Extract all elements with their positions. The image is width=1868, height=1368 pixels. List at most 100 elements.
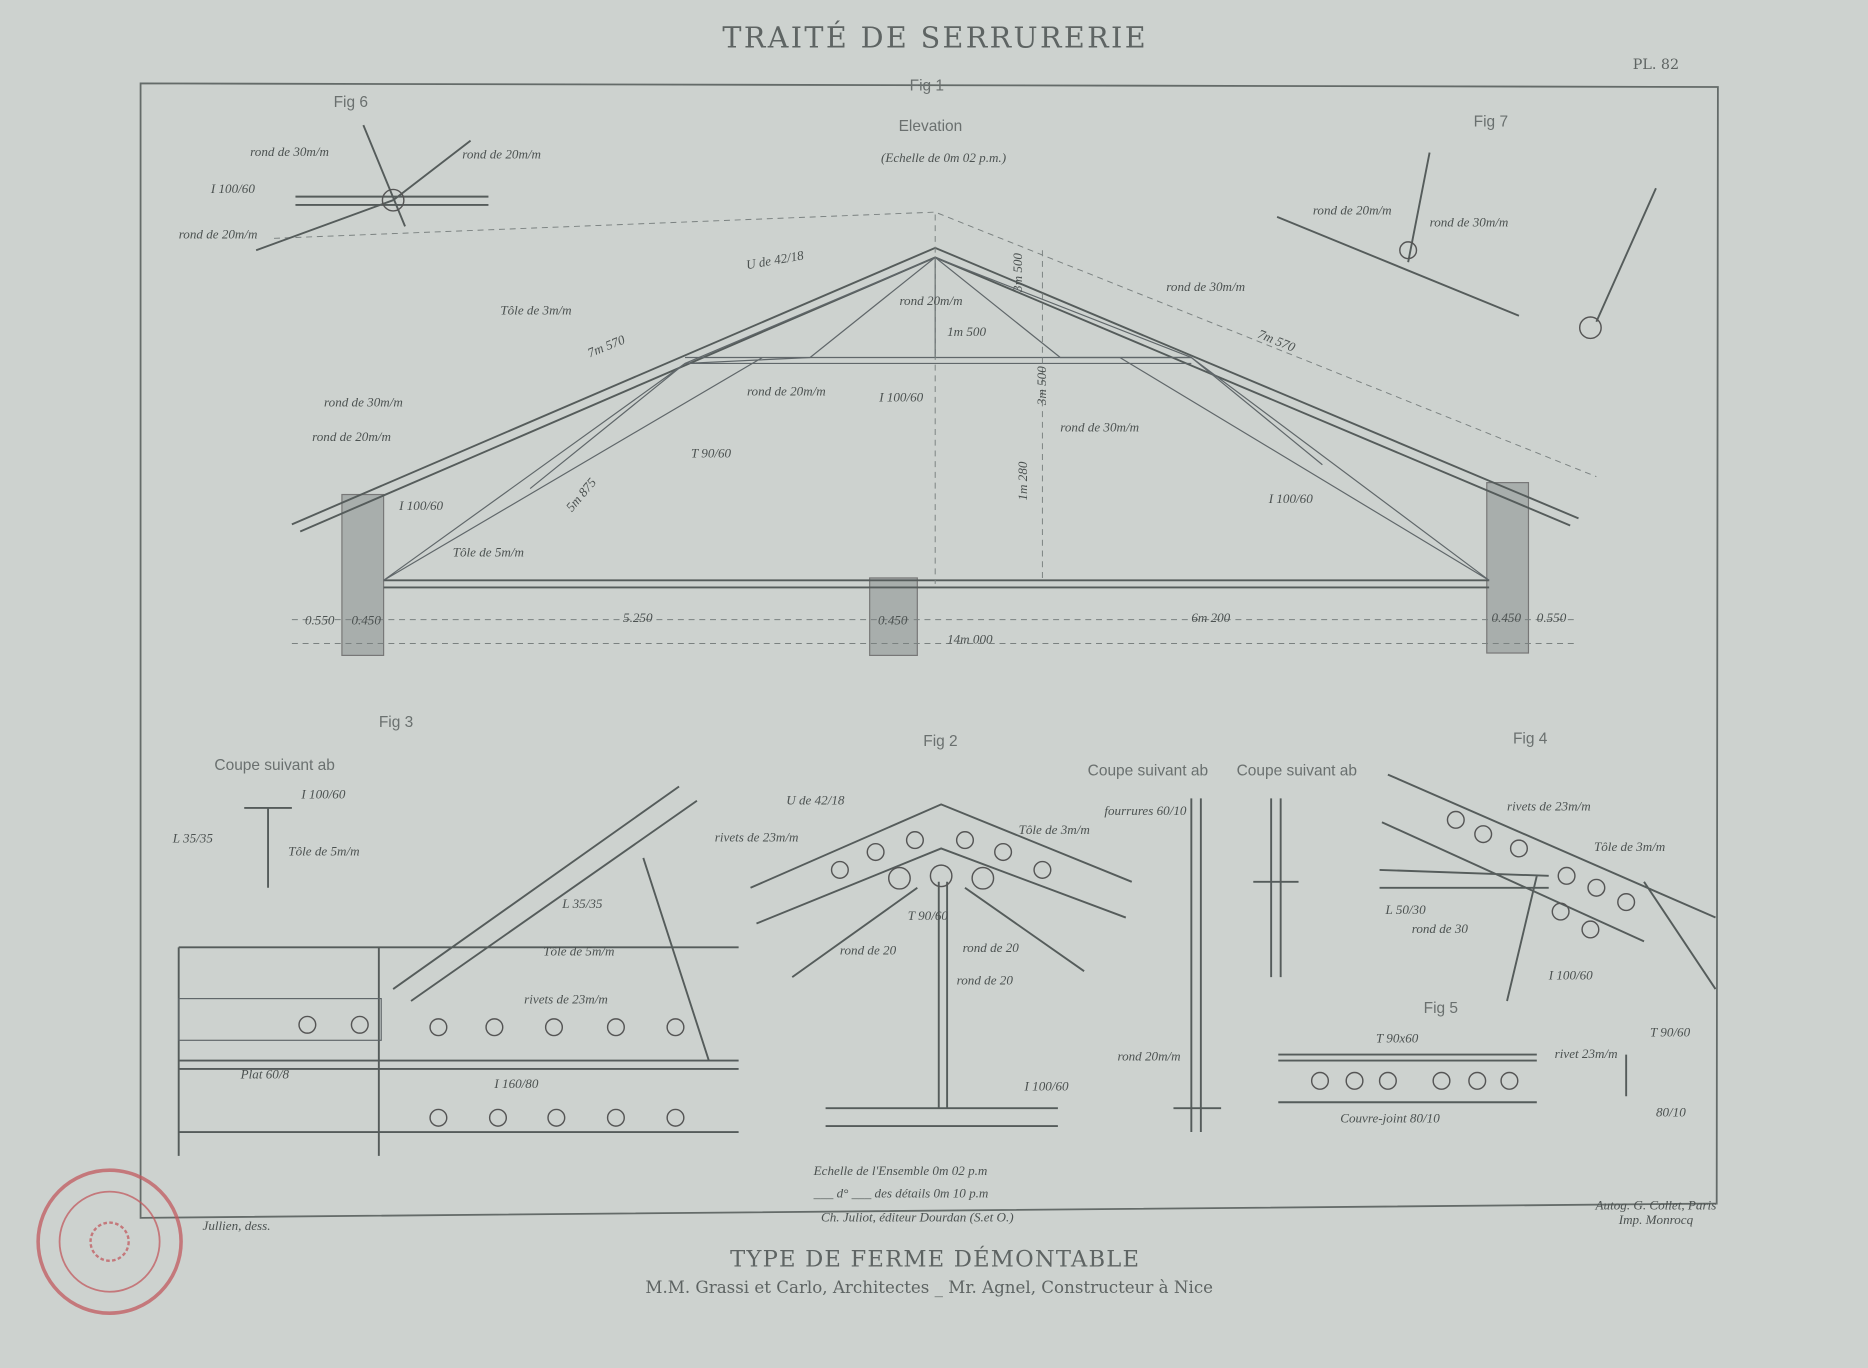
fig6-joint [381, 188, 405, 212]
plate-number: PL. 82 [1633, 57, 1679, 73]
fig2-annot: rond de 20 [963, 940, 1020, 955]
fig7-members [1276, 152, 1657, 323]
dimension: 0.550 [1537, 610, 1567, 625]
fig6-members [255, 124, 489, 252]
fig1-elevation: Fig 1 Elevation (Echelle de 0m 02 p.m.) … [273, 78, 1597, 656]
fig2-members [750, 803, 1133, 1128]
plate-frame [139, 82, 1719, 1219]
fig4-detail: Fig 4 rivets de 23m/m Tôle de 3m/m L 50/… [1379, 731, 1717, 1002]
fig7-annot: rond de 20m/m [1313, 202, 1392, 217]
fig7-label: Fig 7 [1474, 113, 1508, 130]
fig1-annot: Tôle de 3m/m [500, 303, 571, 318]
fig5-annot: T 90/60 [1650, 1025, 1691, 1040]
fig3-plate [178, 997, 382, 1041]
fig2-scale-line: ___ d° ___ des détails 0m 10 p.m [813, 1186, 989, 1201]
fig7-joint [1399, 241, 1418, 260]
publisher-credit: Ch. Juliot, éditeur Dourdan (S.et O.) [821, 1209, 1014, 1224]
dimension: 0.450 [351, 612, 381, 627]
printer-credit: Autog. G. Collet, Paris [1595, 1198, 1717, 1213]
fig4-members [1379, 773, 1717, 1002]
fig2-annot: rond de 20 [840, 943, 897, 958]
fig2-annot: rivets de 23m/m [715, 829, 799, 844]
fig5-detail: Fig 5 T 90x60 rivet 23m/m T 90/60 Couvre… [1278, 1000, 1691, 1126]
fig3-annot: Plat 60/8 [240, 1066, 290, 1081]
dimension: 0.450 [878, 612, 908, 627]
fig5-label: Fig 5 [1424, 1000, 1458, 1017]
fig7-detail: Fig 7 rond de 20m/m rond de 30m/m [1276, 113, 1657, 340]
dimension: 14m 000 [947, 631, 993, 646]
fig1-annot: 1m 280 [1015, 461, 1030, 500]
mid-annot: fourrures 60/10 [1104, 803, 1187, 818]
fig4-annot: I 100/60 [1548, 968, 1593, 983]
draftsman-credit: Jullien, dess. [203, 1218, 271, 1233]
fig1-annot: Tôle de 5m/m [453, 544, 524, 559]
fig2-annot: T 90/60 [908, 908, 949, 923]
fig4-label: Fig 4 [1513, 731, 1548, 748]
fig5-annot: 80/10 [1656, 1105, 1686, 1120]
fig6-annot: I 100/60 [210, 181, 255, 196]
fig7-annot: rond de 30m/m [1430, 214, 1509, 229]
fig5-annot: T 90x60 [1376, 1031, 1419, 1046]
fig4-annot: L 50/30 [1385, 902, 1427, 917]
footer-subtitle: M.M. Grassi et Carlo, Architectes _ Mr. … [645, 1278, 1213, 1297]
fig1-annot: 5m 875 [563, 475, 600, 515]
fig1-annot: I 100/60 [398, 498, 443, 513]
fig2-annot: I 100/60 [1024, 1078, 1069, 1093]
dimension: 0.550 [305, 612, 335, 627]
fig6-annot: rond de 20m/m [462, 146, 541, 161]
fig1-annot: U de 42/18 [745, 247, 805, 272]
fig3-members [177, 785, 739, 1156]
fig1-annot: rond de 20m/m [747, 384, 826, 399]
fig5-members [1278, 1053, 1628, 1104]
fig2-label: Fig 2 [923, 733, 957, 750]
fig1-annot: 1m 500 [947, 324, 986, 339]
center-pillar [869, 577, 918, 656]
fig3-detail: Fig 3 Coupe suivant ab I 100/60 L 35/35 … [172, 714, 739, 1156]
fig2-annot: rond de 20 [957, 972, 1014, 987]
fig6-detail: Fig 6 rond de 30m/m rond de 20m/m I 100/… [179, 94, 541, 252]
fig1-annot: I 100/60 [878, 390, 923, 405]
fig3-annot: Tôle de 5m/m [543, 944, 614, 959]
dimension: 0.450 [1492, 610, 1522, 625]
truss-members [383, 256, 1490, 581]
fig4-annot: rivets de 23m/m [1507, 798, 1591, 813]
fig3-annot: L 35/35 [172, 830, 214, 845]
right-wall [1486, 482, 1530, 654]
dimension: 6m 200 [1191, 610, 1230, 625]
fig6-label: Fig 6 [334, 94, 368, 111]
fig3-label: Fig 3 [379, 714, 413, 731]
fig5-annot: rivet 23m/m [1555, 1046, 1618, 1061]
dimension: 5.250 [623, 610, 653, 625]
plate-title: TRAITÉ DE SERRURERIE [722, 21, 1148, 55]
fig5-annot: Couvre-joint 80/10 [1340, 1111, 1440, 1126]
fig7-joint [1578, 316, 1602, 340]
fig1-annot: 7m 570 [585, 332, 627, 361]
fig2-detail: Fig 2 U de 42/18 rivets de 23m/m Tôle de… [715, 733, 1133, 1201]
fig3-annot: Tôle de 5m/m [288, 844, 359, 859]
construction-lines [273, 211, 1597, 644]
fig1-annot: rond de 30m/m [1166, 279, 1245, 294]
fig1-annot: rond de 30m/m [1060, 419, 1139, 434]
section-label: Coupe suivant ab [1088, 763, 1208, 780]
fig2-annot: Tôle de 3m/m [1019, 822, 1090, 837]
fig6-annot: rond de 30m/m [250, 144, 329, 159]
fig3-section-drawing [244, 806, 292, 888]
fig1-annot: rond 20m/m [899, 293, 962, 308]
sections-ab: Coupe suivant ab Coupe suivant ab fourru… [1088, 763, 1357, 1133]
mid-annot: rond 20m/m [1117, 1049, 1180, 1064]
fig1-scale: (Echelle de 0m 02 p.m.) [881, 150, 1006, 165]
fig3-annot: I 100/60 [300, 786, 345, 801]
footer-title: TYPE DE FERME DÉMONTABLE [730, 1246, 1140, 1273]
fig1-annot: rond de 20m/m [312, 429, 391, 444]
printer-credit: Imp. Monrocq [1618, 1212, 1694, 1227]
fig3-annot: rivets de 23m/m [524, 991, 608, 1006]
fig1-annot: 7m 570 [1256, 326, 1298, 355]
fig3-annot: I 160/80 [493, 1076, 538, 1091]
fig1-subtitle: Elevation [899, 118, 963, 135]
library-stamp [36, 1168, 183, 1315]
tie-beam [383, 579, 1490, 589]
fig2-annot: U de 42/18 [786, 792, 845, 807]
section-drawings [1173, 798, 1299, 1133]
fig1-annot: 3m 500 [1010, 253, 1025, 293]
